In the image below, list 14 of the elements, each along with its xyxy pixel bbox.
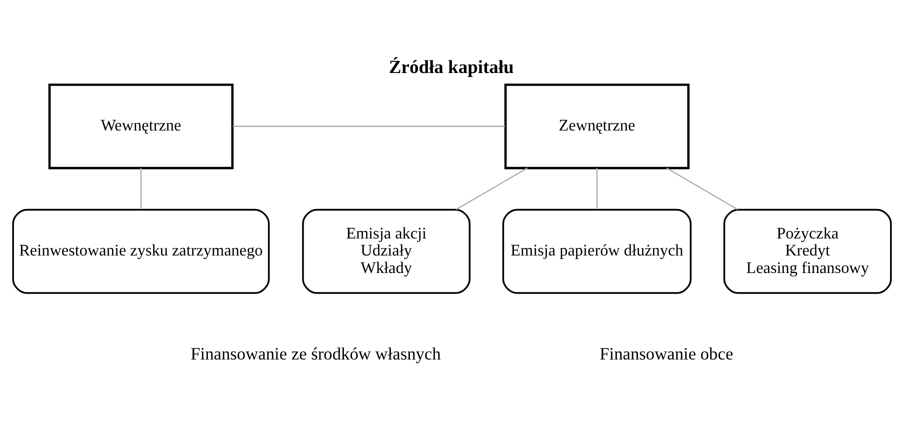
label: Finansowanie obce bbox=[600, 344, 734, 364]
node-box: Emisja papierów dłużnych bbox=[502, 208, 692, 294]
connector bbox=[666, 168, 738, 210]
node-box: Emisja akcji Udziały Wkłady bbox=[302, 208, 471, 294]
node-box: Reinwestowanie zysku zatrzymanego bbox=[12, 208, 270, 294]
node-box: Zewnętrzne bbox=[504, 84, 690, 170]
connector bbox=[140, 168, 142, 210]
connector bbox=[456, 168, 528, 210]
label: Finansowanie ze środków własnych bbox=[190, 344, 441, 364]
connector bbox=[596, 168, 598, 210]
node-box: Wewnętrzne bbox=[48, 84, 234, 170]
node-box: Pożyczka Kredyt Leasing finansowy bbox=[723, 208, 892, 294]
connector bbox=[232, 126, 506, 127]
diagram-title: Źródła kapitału bbox=[388, 58, 514, 78]
